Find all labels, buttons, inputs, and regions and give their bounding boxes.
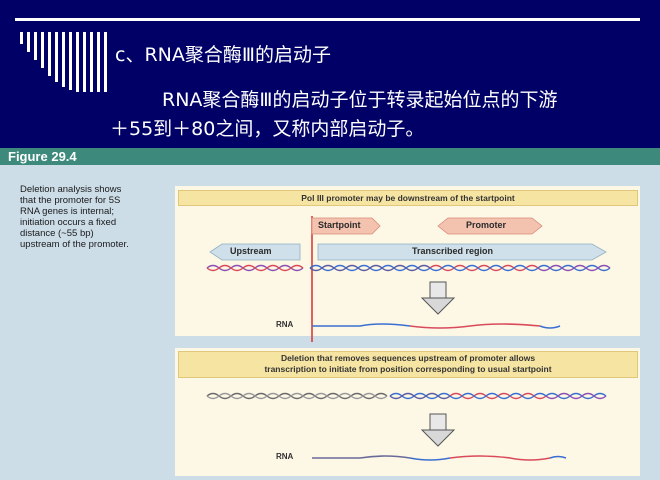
banner-bottom: Deletion that removes sequences upstream… [178,351,638,378]
figure-caption: Deletion analysis shows that the promote… [20,184,180,250]
down-arrow-bottom [420,413,456,447]
dna-helix-bottom [206,392,607,400]
barcode-decoration [20,32,107,92]
caption-line: distance (~55 bp) [20,228,94,239]
top-rule [15,18,640,21]
down-arrow-top [420,281,456,315]
body-line-2: ＋55到＋80之间，又称内部启动子。 [110,118,425,140]
caption-line: that the promoter for 5S [20,195,121,206]
figure-image: Figure 29.4 Pol III promoter may be down… [0,148,660,480]
rna-top [312,323,561,329]
promoter-arrow [437,217,543,235]
banner-bottom-line1: Deletion that removes sequences upstream… [280,353,536,363]
figure-title: Figure 29.4 [8,149,77,164]
upstream-label: Upstream [230,246,272,256]
caption-line: Deletion analysis shows [20,184,122,195]
figure-header: Figure 29.4 [0,148,660,165]
transcribed-label: Transcribed region [412,246,494,256]
banner-top: Pol III promoter may be downstream of th… [178,190,638,206]
startpoint-arrow [311,217,381,235]
rna-label-top: RNA [276,320,294,329]
body-line-1: RNA聚合酶Ⅲ的启动子位于转录起始位点的下游 [162,89,558,111]
dna-helix-top [206,264,611,272]
slide-heading: c、RNA聚合酶Ⅲ的启动子 [115,44,331,66]
slide-body: RNA聚合酶Ⅲ的启动子位于转录起始位点的下游 ＋55到＋80之间，又称内部启动子… [110,86,630,144]
rna-bottom [312,455,567,461]
promoter-label: Promoter [466,220,507,230]
upstream-arrow [209,243,301,261]
diagram-panel-top [175,186,640,336]
caption-line: upstream of the promoter. [20,239,129,250]
transcribed-arrow [317,243,607,261]
startpoint-label: Startpoint [318,220,361,230]
rna-label-bottom: RNA [276,452,294,461]
caption-line: RNA genes is internal; [20,206,114,217]
caption-line: initiation occurs a fixed [20,217,117,228]
banner-bottom-line2: transcription to initiate from position … [264,364,552,374]
